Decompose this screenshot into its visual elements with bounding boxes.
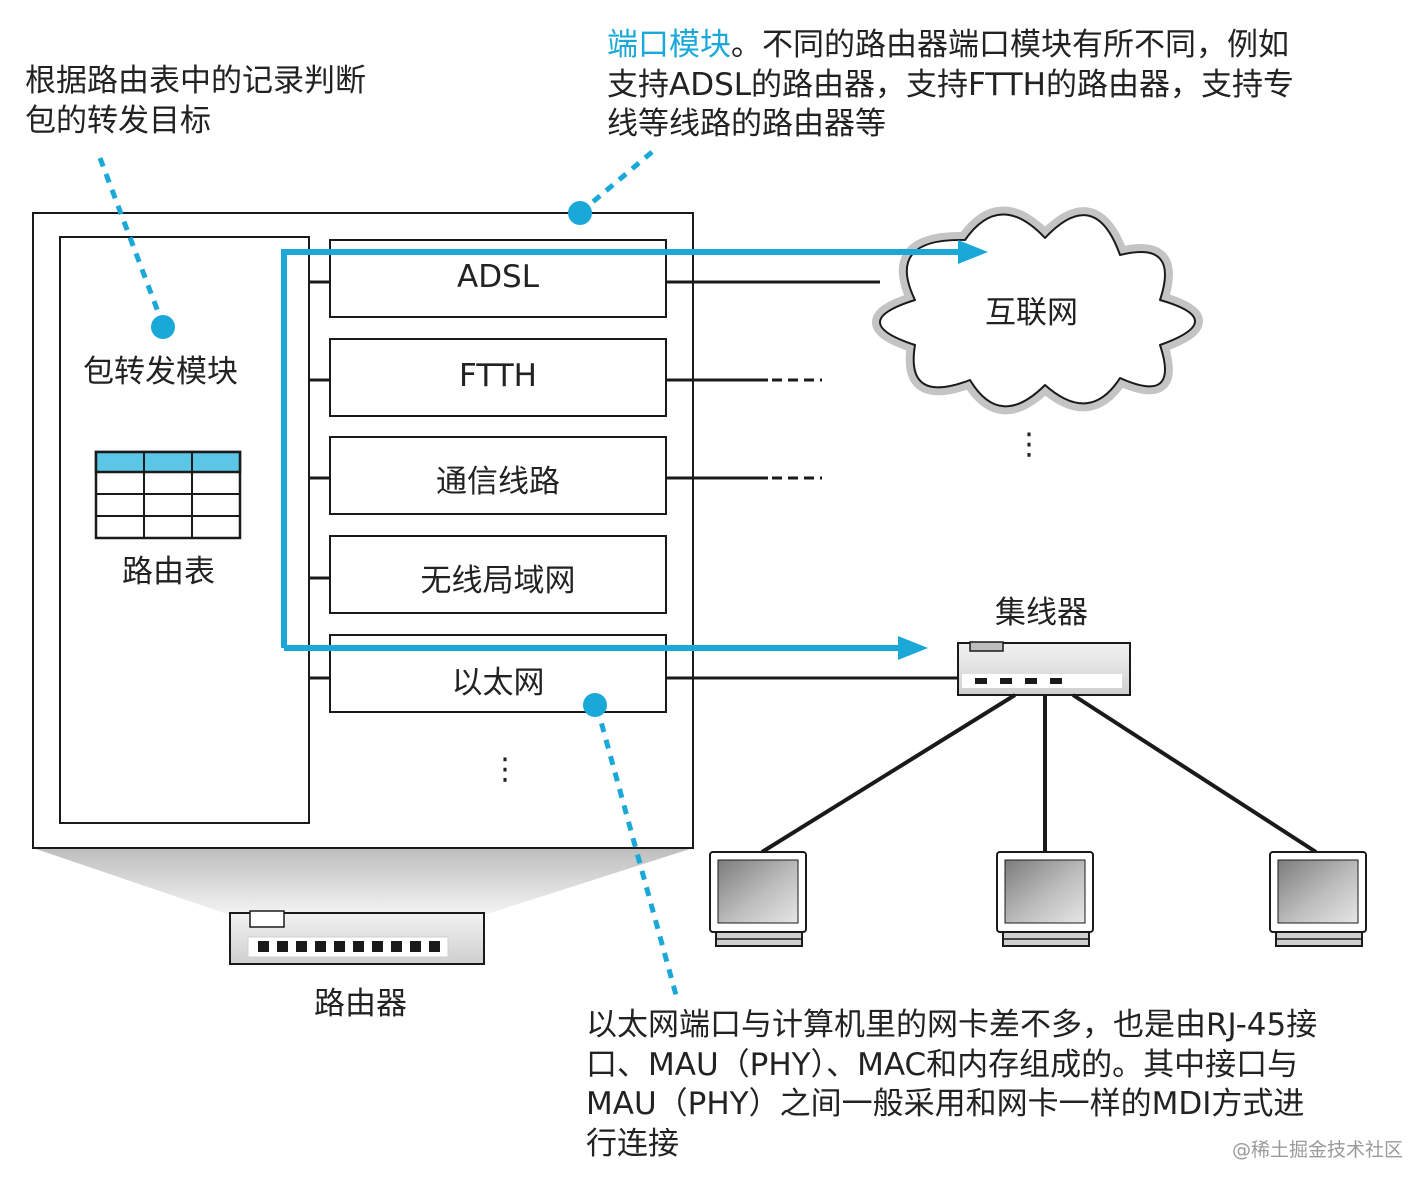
callout-dot-port-module — [568, 201, 592, 225]
computer-icon-2 — [996, 851, 1094, 947]
port-box-ftth — [329, 338, 667, 417]
port-label-wlan: 无线局域网 — [420, 563, 576, 599]
routing-table-icon — [94, 450, 242, 540]
port-module-note: 端口模块。不同的路由器端口模块有所不同，例如 支持ADSL的路由器，支持FTTH… — [607, 26, 1294, 145]
ethernet-note-line-3: MAU（PHY）之间一般采用和网卡一样的MDI方式进 — [586, 1086, 1305, 1123]
port-label-line: 通信线路 — [436, 464, 560, 500]
computer-icon-1 — [709, 851, 807, 947]
forwarding-module-label: 包转发模块 — [83, 354, 238, 390]
internal-connectors — [309, 280, 330, 680]
router-device-icon — [229, 910, 485, 965]
hub-cables — [760, 693, 1318, 854]
routing-note-line-2: 包的转发目标 — [25, 102, 211, 139]
hub-icon — [957, 641, 1131, 696]
computer-icon-3 — [1269, 851, 1367, 947]
zoom-projection — [33, 848, 693, 915]
port-module-note-line-2: 支持ADSL的路由器，支持FTTH的路由器，支持专 — [607, 66, 1294, 103]
more-ports-ellipsis: ⋮ — [490, 752, 520, 787]
ethernet-note: 以太网端口与计算机里的网卡差不多，也是由RJ-45接 口、MAU（PHY）、MA… — [586, 1006, 1317, 1165]
routing-table-label: 路由表 — [122, 554, 215, 590]
ethernet-note-line-1: 以太网端口与计算机里的网卡差不多，也是由RJ-45接 — [586, 1007, 1318, 1043]
arrowhead-hub — [898, 636, 928, 660]
port-label-ethernet: 以太网 — [451, 665, 545, 701]
routing-note-line-1: 根据路由表中的记录判断 — [25, 63, 366, 99]
ethernet-note-line-2: 口、MAU（PHY）、MAC和内存组成的。其中接口与 — [586, 1046, 1299, 1083]
callout-lines — [97, 150, 679, 996]
more-lines-ellipsis: ⋮ — [1014, 427, 1044, 462]
ethernet-note-line-4: 行连接 — [586, 1126, 679, 1163]
routing-note: 根据路由表中的记录判断 包的转发目标 — [25, 62, 366, 141]
callout-dot-ethernet — [583, 693, 607, 717]
router-device-label: 路由器 — [314, 986, 407, 1022]
port-box-wlan — [329, 535, 667, 614]
port-module-title: 端口模块 — [607, 27, 731, 63]
port-module-note-line-1: 。不同的路由器端口模块有所不同，例如 — [731, 27, 1289, 63]
external-lines — [666, 280, 958, 680]
callout-dot-forwarding — [151, 315, 175, 339]
port-module-note-line-3: 线等线路的路由器等 — [607, 106, 886, 143]
hub-label: 集线器 — [995, 595, 1088, 631]
watermark: @稀土掘金技术社区 — [1232, 1139, 1404, 1161]
port-label-ftth: FTTH — [459, 358, 537, 394]
forwarding-path — [281, 249, 962, 651]
port-label-adsl: ADSL — [456, 259, 540, 295]
port-box-line — [329, 436, 667, 515]
arrowhead-internet — [958, 240, 988, 264]
internet-label: 互联网 — [985, 295, 1078, 331]
